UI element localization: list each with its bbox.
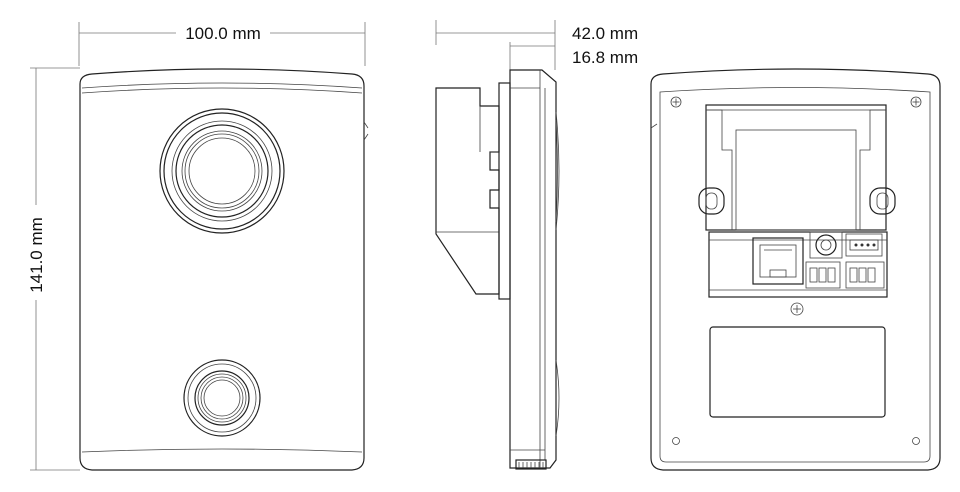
front-view (79, 68, 369, 471)
height-label: 141.0 mm (27, 217, 46, 293)
front-bottom-bevel (81, 448, 363, 453)
power-jack (809, 231, 843, 259)
terminal-block-right (845, 261, 885, 289)
back-view (650, 68, 941, 471)
front-top-bevel (81, 82, 363, 89)
height-dimension: 141.0 mm (27, 67, 80, 471)
corner-screws (670, 96, 922, 445)
front-panel-outline (79, 68, 365, 471)
mounting-bracket (698, 104, 896, 231)
side-body-outline (509, 69, 557, 469)
call-button (183, 359, 261, 437)
mounting-plate (498, 82, 511, 300)
depth-total-label: 42.0 mm (572, 24, 638, 43)
camera-lens (159, 108, 285, 234)
front-top-bevel-2 (81, 87, 363, 94)
width-label: 100.0 mm (185, 24, 261, 43)
ethernet-port (752, 237, 804, 285)
side-view (435, 69, 560, 470)
back-panel-outline (650, 68, 941, 471)
center-screw (790, 302, 804, 316)
connector-panel (708, 231, 888, 298)
width-dimension: 100.0 mm (78, 22, 366, 66)
depth-dimension: 42.0 mm 16.8 mm (435, 20, 638, 70)
pin-header (845, 233, 883, 257)
terminal-block-left (805, 261, 841, 289)
label-area (709, 326, 886, 418)
depth-body-label: 16.8 mm (572, 48, 638, 67)
bottom-connector (515, 459, 547, 470)
rear-box-outline (435, 87, 500, 295)
